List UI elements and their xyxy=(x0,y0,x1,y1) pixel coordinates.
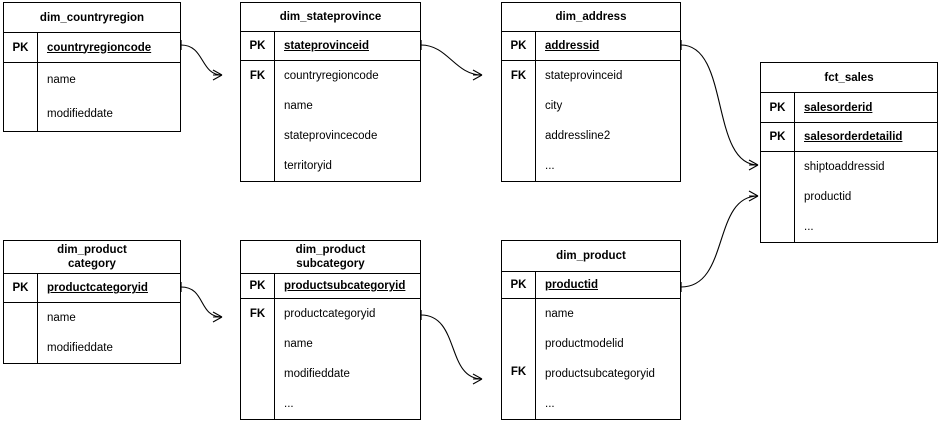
connector-productcategory-subcategory xyxy=(180,286,223,318)
key-badge: PK xyxy=(761,93,795,122)
key-column xyxy=(4,63,38,131)
attribute-name: ... xyxy=(545,398,555,410)
key-badge: FK xyxy=(510,365,527,378)
attribute-name: productsubcategoryid xyxy=(284,280,406,292)
key-badge: PK xyxy=(502,32,536,60)
key-column xyxy=(4,303,38,363)
entity-dim-productsubcategory[interactable]: dim_product subcategory PK productsubcat… xyxy=(240,240,421,420)
attribute-name: countryregioncode xyxy=(284,70,379,82)
table-row[interactable]: PK productcategoryid xyxy=(4,273,180,302)
attribute-block: FK countryregioncode name stateprovincec… xyxy=(241,60,420,181)
attribute-name: city xyxy=(545,100,563,112)
attribute-name: name xyxy=(284,338,313,350)
entity-title: dim_stateprovince xyxy=(279,11,382,24)
attribute-name: modifieddate xyxy=(47,342,113,354)
attribute-name: ... xyxy=(545,160,555,172)
attribute-name: name xyxy=(284,100,313,112)
attribute-name: addressline2 xyxy=(545,130,611,142)
attribute-name: addressid xyxy=(545,40,600,53)
connector-address-fctsales xyxy=(680,44,759,166)
attribute-block: FK productcategoryid name modifieddate .… xyxy=(241,298,420,419)
attribute-name: stateprovinceid xyxy=(545,70,623,82)
attribute-name: salesorderdetailid xyxy=(804,130,903,143)
attribute-name: name xyxy=(47,74,76,86)
attribute-name: shiptoaddressid xyxy=(804,161,885,173)
attribute-block: FK name productmodelid productsubcategor… xyxy=(502,298,680,419)
attribute-name: ... xyxy=(284,398,294,410)
attribute-name: modifieddate xyxy=(47,108,113,120)
attribute-name: productmodelid xyxy=(545,338,624,350)
attribute-name: stateprovincecode xyxy=(284,130,378,142)
key-badge: PK xyxy=(241,274,275,298)
key-badge: PK xyxy=(241,32,275,60)
table-row[interactable]: PK countryregioncode xyxy=(4,32,180,62)
attribute-block: name modifieddate xyxy=(4,302,180,363)
key-badge: FK xyxy=(249,70,266,82)
connector-stateprovince-address xyxy=(420,44,483,76)
entity-fct-sales[interactable]: fct_sales PK salesorderid PK salesorderd… xyxy=(760,62,938,243)
table-row[interactable]: PK salesorderid xyxy=(761,92,937,122)
attribute-name: salesorderid xyxy=(804,101,873,114)
key-badge: PK xyxy=(4,33,38,62)
attribute-name: stateprovinceid xyxy=(284,40,369,53)
entity-dim-product[interactable]: dim_product PK productid FK name product… xyxy=(501,240,681,420)
table-row[interactable]: PK salesorderdetailid xyxy=(761,121,937,151)
table-row[interactable]: PK productsubcategoryid xyxy=(241,273,420,298)
entity-dim-stateprovince[interactable]: dim_stateprovince PK stateprovinceid FK … xyxy=(240,2,421,182)
attribute-name: productsubcategoryid xyxy=(545,368,655,380)
attribute-name: productcategoryid xyxy=(47,282,148,295)
key-column: FK xyxy=(241,61,275,181)
attribute-name: modifieddate xyxy=(284,368,350,380)
entity-title: dim_product subcategory xyxy=(295,244,366,270)
attribute-name: productid xyxy=(545,279,599,292)
key-badge xyxy=(4,303,37,363)
entity-title: dim_product category xyxy=(57,244,127,271)
entity-title: dim_address xyxy=(555,11,627,24)
attribute-name: name xyxy=(545,308,574,320)
key-column: FK xyxy=(502,61,536,181)
key-badge: PK xyxy=(502,272,536,298)
attribute-name: name xyxy=(47,312,76,324)
attribute-block: shiptoaddressid productid ... xyxy=(761,151,937,242)
attribute-name: countryregioncode xyxy=(47,41,152,54)
key-badge xyxy=(761,152,794,242)
key-column: FK xyxy=(241,299,275,419)
entity-dim-address[interactable]: dim_address PK addressid FK stateprovinc… xyxy=(501,2,681,182)
entity-title: dim_countryregion xyxy=(39,11,145,24)
key-column: FK xyxy=(502,299,536,419)
key-badge: FK xyxy=(510,70,527,82)
entity-title: fct_sales xyxy=(824,71,874,84)
attribute-name: productcategoryid xyxy=(284,308,376,320)
connector-subcategory-product xyxy=(420,314,483,380)
key-badge: FK xyxy=(249,307,266,320)
table-row[interactable]: PK productid xyxy=(502,271,680,298)
attribute-name: territoryid xyxy=(284,160,332,172)
entity-title: dim_product xyxy=(556,250,626,263)
attribute-block: name modifieddate xyxy=(4,62,180,131)
key-badge xyxy=(4,63,37,131)
table-row[interactable]: PK addressid xyxy=(502,31,680,60)
connector-product-fctsales xyxy=(680,195,759,288)
key-badge: PK xyxy=(761,122,795,151)
entity-dim-countryregion[interactable]: dim_countryregion PK countryregioncode n… xyxy=(3,2,181,132)
connector-countryregion-stateprovince xyxy=(180,44,223,76)
attribute-name: productid xyxy=(804,191,852,203)
key-column xyxy=(761,152,795,242)
attribute-block: FK stateprovinceid city addressline2 ... xyxy=(502,60,680,181)
attribute-name: ... xyxy=(804,221,814,233)
table-row[interactable]: PK stateprovinceid xyxy=(241,31,420,60)
entity-dim-productcategory[interactable]: dim_product category PK productcategoryi… xyxy=(3,240,181,364)
key-badge: PK xyxy=(4,274,38,302)
